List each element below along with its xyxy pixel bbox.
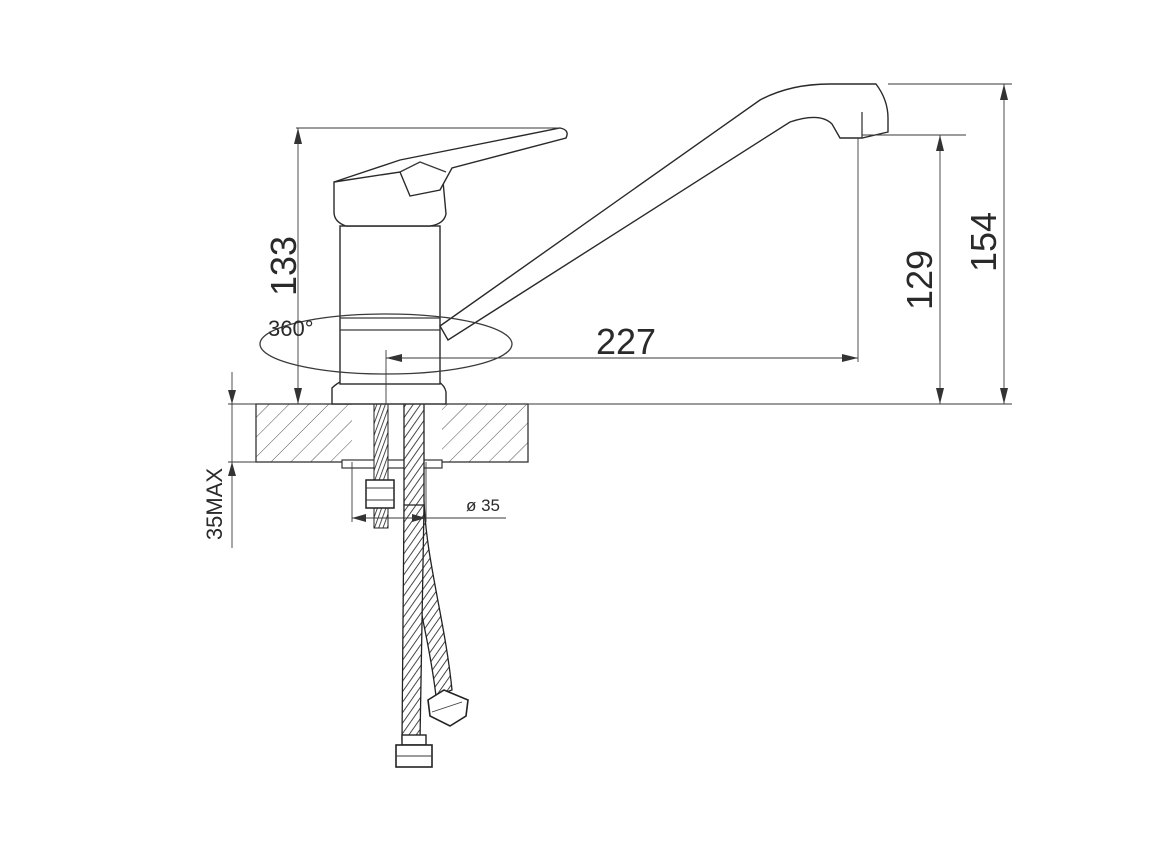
lever-handle — [333, 127, 568, 197]
faucet-body — [331, 167, 447, 405]
dimension-lines — [228, 83, 1012, 548]
threaded-stud — [365, 399, 395, 529]
mounting-washer — [341, 459, 443, 469]
braided-hoses — [395, 399, 469, 768]
dim-label-diameter: ø 35 — [466, 496, 500, 515]
dim-label-129: 129 — [899, 250, 940, 310]
dim-label-227: 227 — [596, 321, 656, 362]
dim-label-133: 133 — [263, 236, 304, 296]
countertop-section — [255, 403, 529, 463]
spout — [439, 83, 889, 341]
dim-label-360: 360° — [268, 316, 314, 341]
dim-label-154: 154 — [963, 212, 1004, 272]
dim-label-35max: 35MAX — [202, 468, 227, 540]
